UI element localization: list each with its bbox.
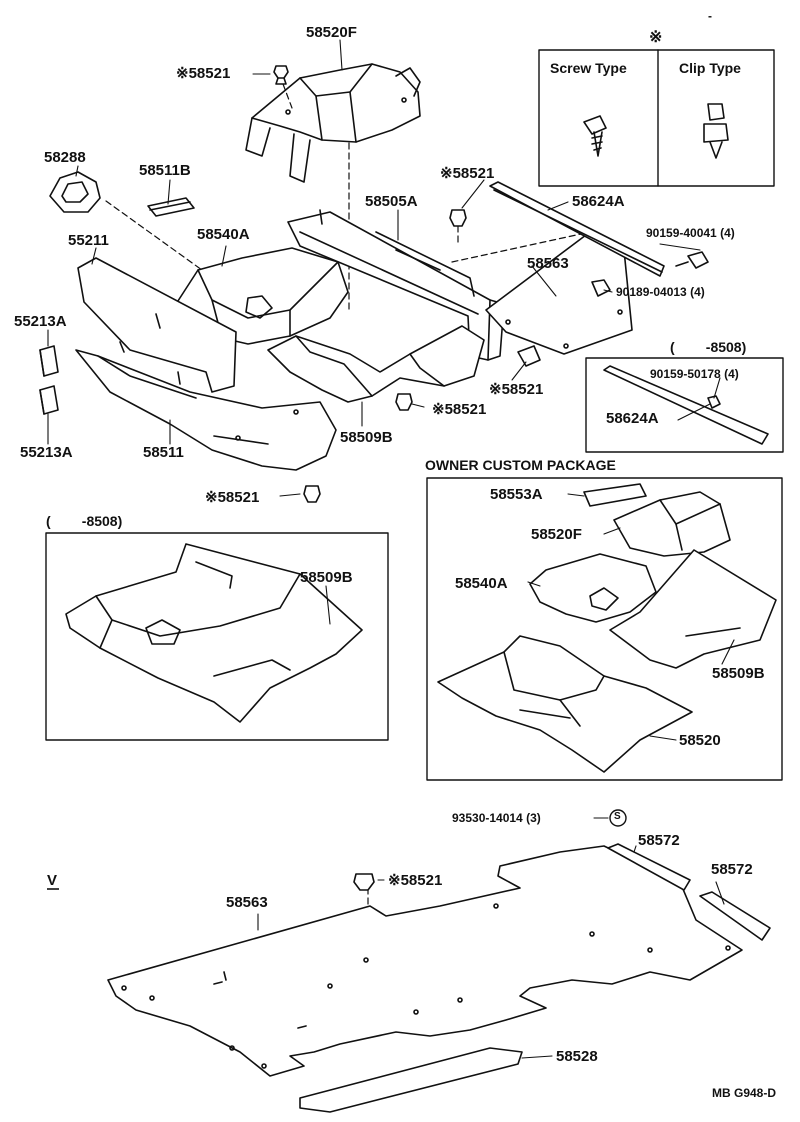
clip-58521-lower (303, 485, 321, 503)
label-star-58521-b: ※58521 (440, 165, 495, 182)
label-58520F-top: 58520F (306, 24, 357, 41)
label-star-58521-e: ※58521 (205, 489, 260, 506)
label-star-58521-f: ※58521 (388, 872, 443, 889)
legend-clip-type: Clip Type (679, 60, 741, 76)
legend-star-mark: ※ (649, 29, 663, 46)
label-star-58521-d: ※58521 (432, 401, 487, 418)
fastener-legend-box (538, 49, 775, 187)
label-58511B: 58511B (139, 162, 191, 179)
part-55213A-b (39, 385, 59, 415)
label-58563-top: 58563 (527, 255, 569, 272)
label-star-58521-a: ※58521 (176, 65, 231, 82)
label-90159-50178: 90159-50178 (4) (650, 367, 739, 381)
label-dash-top: - (708, 9, 712, 23)
label-55211: 55211 (68, 232, 109, 249)
label-55213A-b: 55213A (20, 444, 73, 461)
label-58553A: 58553A (490, 486, 543, 503)
part-58509B-main (267, 325, 485, 403)
label-58572-a: 58572 (638, 832, 680, 849)
label-star-58521-c: ※58521 (489, 381, 544, 398)
label-58511: 58511 (143, 444, 184, 461)
label-58520: 58520 (679, 732, 721, 749)
label-58540A: 58540A (197, 226, 250, 243)
part-58572-a (607, 843, 691, 891)
screw-90159-40041 (675, 251, 709, 269)
clip-58521-top (273, 65, 289, 85)
range-header-right: ( -8508) (670, 339, 747, 355)
range-header-left: ( -8508) (46, 513, 123, 529)
label-58288: 58288 (44, 149, 86, 166)
label-58572-b: 58572 (711, 861, 753, 878)
owner-custom-package-box (426, 477, 783, 781)
part-58511B (147, 197, 195, 217)
label-58520F-b: 58520F (531, 526, 582, 543)
owner-custom-package-title: OWNER CUSTOM PACKAGE (425, 457, 616, 473)
part-58288 (49, 171, 101, 213)
label-s-mark: S (614, 811, 621, 822)
part-58563-bottom (107, 845, 743, 1077)
clip-58521-right (449, 209, 541, 367)
clip-90189-04013 (591, 279, 611, 297)
label-58563-bottom: 58563 (226, 894, 268, 911)
part-55211 (77, 257, 237, 393)
label-58624A-a: 58624A (572, 193, 625, 210)
label-v-mark: V (47, 872, 58, 889)
label-55213A-a: 55213A (14, 313, 67, 330)
label-58509B-b: 58509B (300, 569, 353, 586)
range-box-left (45, 532, 389, 741)
legend-screw-type: Screw Type (550, 60, 627, 76)
part-58624A-top (489, 181, 665, 277)
part-58528 (299, 1047, 523, 1113)
s-mark-circle (609, 809, 627, 827)
range-box-right (585, 357, 784, 453)
label-58528: 58528 (556, 1048, 598, 1065)
part-58520F-top (245, 63, 421, 183)
label-58509B-c: 58509B (712, 665, 765, 682)
clip-58521-bottom (353, 873, 375, 891)
label-90159-40041: 90159-40041 (4) (646, 226, 735, 240)
label-90189-04013: 90189-04013 (4) (616, 285, 705, 299)
label-58505A: 58505A (365, 193, 418, 210)
part-55213A-a (39, 345, 59, 377)
label-58509B-a: 58509B (340, 429, 393, 446)
label-58624A-b: 58624A (606, 410, 659, 427)
label-ref-code: MB G948-D (712, 1086, 777, 1100)
part-58572-b (699, 891, 771, 941)
label-93530-14014: 93530-14014 (3) (452, 811, 541, 825)
clip-58521-center (395, 393, 413, 411)
label-58540A-b: 58540A (455, 575, 508, 592)
